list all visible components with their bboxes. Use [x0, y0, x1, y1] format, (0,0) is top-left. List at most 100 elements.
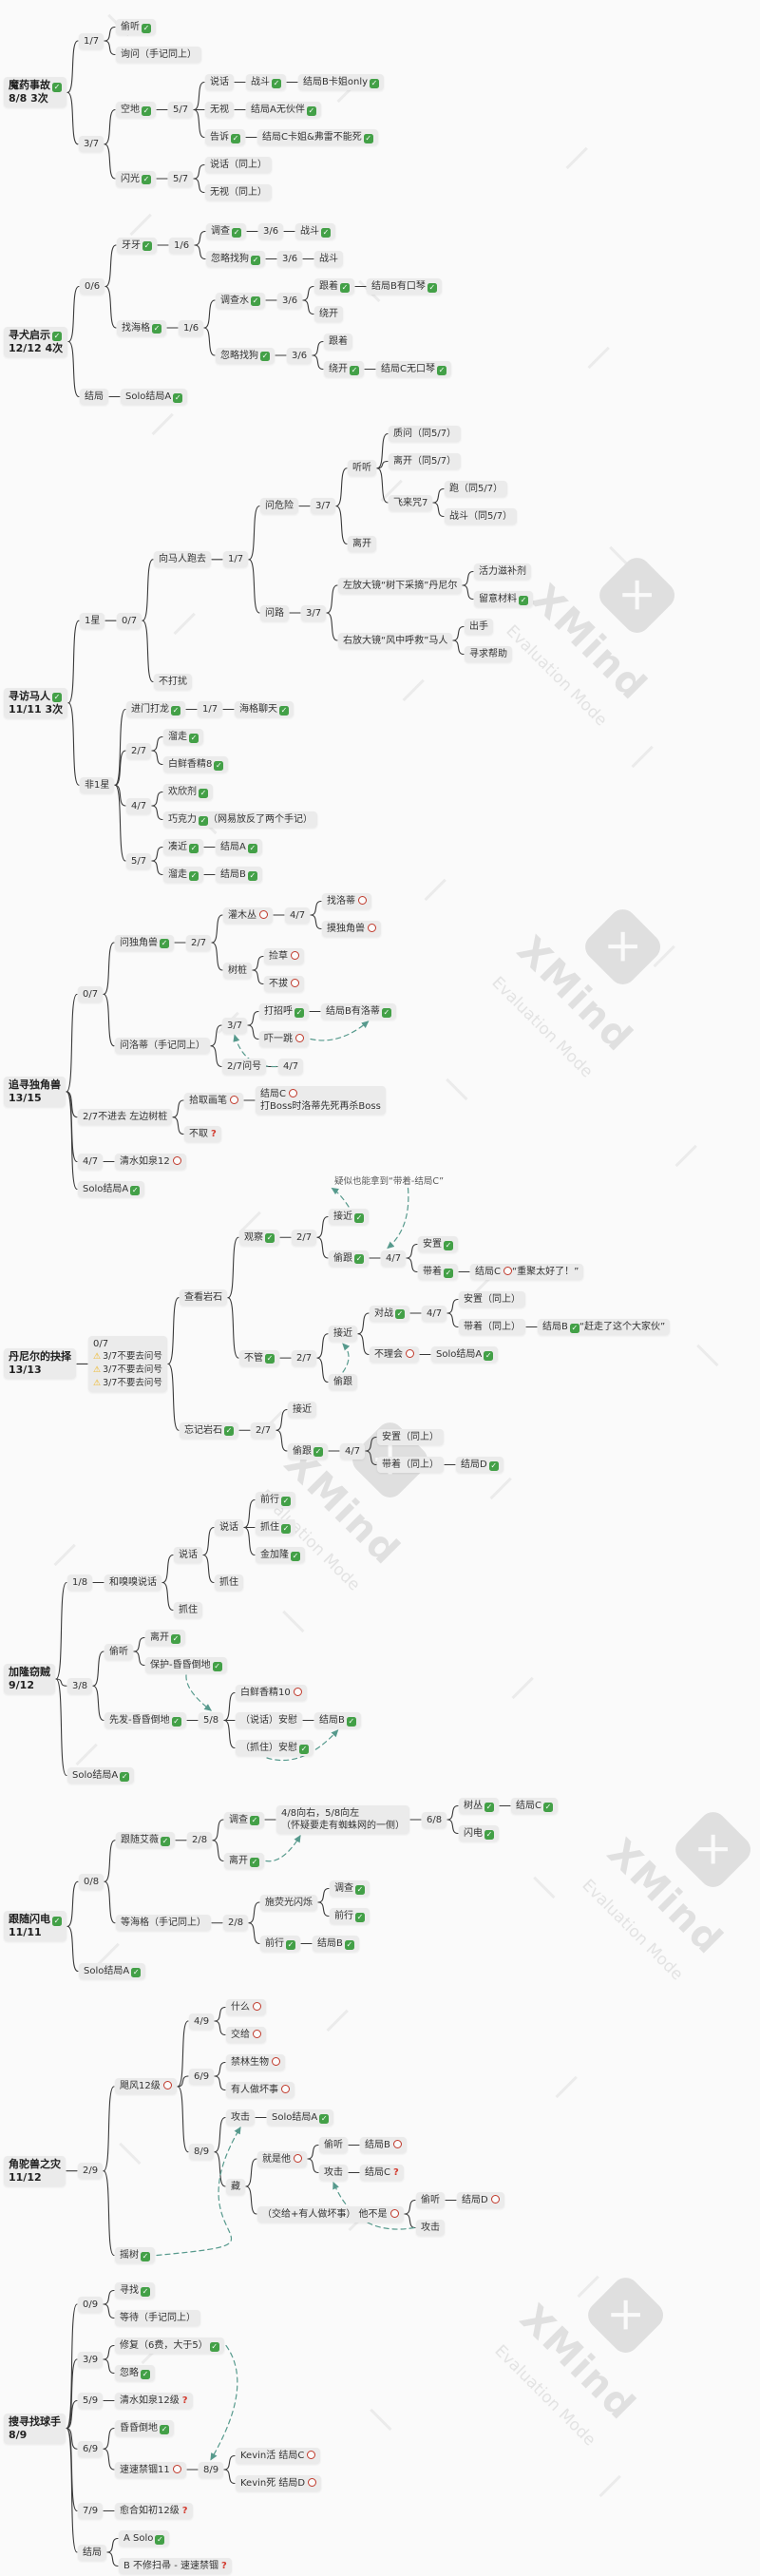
topic-node[interactable]: 7/9	[78, 2503, 104, 2519]
topic-node[interactable]: 2/7	[186, 934, 212, 951]
topic-node[interactable]: 调查水✓	[216, 292, 265, 309]
topic-node[interactable]: 说话	[174, 1547, 202, 1563]
topic-node[interactable]: 5/7	[168, 102, 194, 118]
topic-node[interactable]: 3/6	[287, 347, 313, 364]
topic-node[interactable]: 2/9	[78, 2163, 104, 2180]
topic-node[interactable]: 偷听	[104, 1643, 133, 1660]
topic-node[interactable]: 偷跟	[329, 1374, 357, 1390]
topic-node[interactable]: 结局B卡姐only✓	[298, 74, 385, 90]
topic-node[interactable]: 问独角兽✓	[115, 934, 174, 951]
topic-node[interactable]: 3/6	[277, 292, 303, 309]
topic-node[interactable]: 1/8	[67, 1574, 93, 1591]
topic-node[interactable]: 2/7	[292, 1229, 317, 1246]
topic-node[interactable]: 不取?	[184, 1126, 221, 1142]
topic-node[interactable]: 安置✓	[418, 1236, 458, 1252]
topic-node[interactable]: 问路	[260, 604, 289, 621]
topic-node[interactable]: 4/7	[422, 1305, 447, 1322]
topic-node[interactable]: 就是他	[257, 2150, 307, 2167]
topic-node[interactable]: 结局C?	[360, 2165, 404, 2181]
topic-node[interactable]: 2/7不进去 左边树桩	[78, 1109, 173, 1126]
topic-node[interactable]: 询问（手记同上）	[116, 47, 201, 63]
topic-node[interactable]: 离开（同5/7）	[389, 453, 462, 469]
topic-node[interactable]: 0/7⚠3/7不要去问号⚠3/7不要去问号⚠3/7不要去问号	[88, 1335, 167, 1392]
topic-node[interactable]: 6/9	[189, 2068, 215, 2085]
root-topic[interactable]: 魔药事故✓8/8 3次	[4, 77, 66, 108]
topic-node[interactable]: 无视	[205, 102, 234, 118]
topic-node[interactable]: 结局B有洛蒂✓	[321, 1003, 396, 1020]
topic-node[interactable]: 带着✓	[418, 1264, 458, 1280]
topic-node[interactable]: 结局C✓	[511, 1798, 558, 1814]
topic-node[interactable]: 查看岩石	[180, 1289, 227, 1307]
topic-node[interactable]: 清水如泉12级?	[115, 2393, 193, 2409]
topic-node[interactable]: 5/9	[78, 2393, 104, 2409]
topic-node[interactable]: 拾取画笔	[184, 1092, 243, 1109]
topic-node[interactable]: 4/7	[126, 797, 152, 814]
topic-node[interactable]: 打招呼✓	[259, 1003, 309, 1020]
topic-node[interactable]: Kevin死 结局D	[236, 2475, 322, 2491]
topic-node[interactable]: （说话）安慰	[236, 1712, 302, 1728]
topic-node[interactable]: 3/7	[79, 136, 104, 153]
topic-node[interactable]: 修复（6费，大于5）✓	[115, 2337, 224, 2354]
topic-node[interactable]: Solo结局A✓	[431, 1346, 499, 1363]
topic-node[interactable]: 观察✓	[239, 1229, 279, 1246]
topic-node[interactable]: 离开	[348, 536, 376, 552]
topic-node[interactable]: 结局B✓“赶走了这个大家伙”	[538, 1319, 671, 1335]
topic-node[interactable]: 跟着✓	[314, 278, 354, 295]
topic-node[interactable]: 树丛✓	[459, 1798, 499, 1814]
topic-node[interactable]: 结局C无口琴✓	[376, 361, 451, 377]
root-topic[interactable]: 寻犬启示✓12/12 4次	[4, 326, 68, 357]
topic-node[interactable]: 结局	[80, 389, 108, 405]
topic-node[interactable]: 调查✓	[206, 223, 246, 239]
topic-node[interactable]: 吓一跳	[259, 1031, 309, 1047]
topic-node[interactable]: 3/9	[78, 2351, 104, 2368]
topic-node[interactable]: 进门打龙✓	[126, 701, 185, 717]
topic-node[interactable]: 偷跟✓	[329, 1250, 369, 1267]
topic-node[interactable]: 4/7	[278, 1059, 304, 1075]
topic-node[interactable]: 接近✓	[329, 1209, 369, 1225]
topic-node[interactable]: 安置（同上）	[459, 1291, 525, 1307]
topic-node[interactable]: 结局A✓	[216, 839, 262, 855]
topic-node[interactable]: 溜走✓	[163, 729, 203, 745]
topic-node[interactable]: 结局C卡姐&弗雷不能死✓	[257, 129, 378, 145]
root-topic[interactable]: 寻访马人✓11/11 3次	[4, 687, 68, 718]
topic-node[interactable]: 0/6	[80, 278, 105, 295]
topic-node[interactable]: 调查✓	[224, 1811, 264, 1828]
topic-node[interactable]: 白鲜香精8✓	[163, 756, 229, 773]
topic-node[interactable]: 海格聊天✓	[235, 701, 294, 717]
topic-node[interactable]: 0/7	[78, 985, 104, 1002]
topic-node[interactable]: （抓住）安慰✓	[236, 1740, 314, 1756]
topic-node[interactable]: 巧克力✓（网易放反了两个手记）	[163, 811, 317, 828]
topic-node[interactable]: 结局B✓	[314, 1712, 361, 1728]
topic-node[interactable]: 飓风12级	[115, 2078, 177, 2095]
topic-node[interactable]: 跟随艾薇✓	[116, 1832, 175, 1849]
topic-node[interactable]: 找洛蒂	[322, 893, 371, 909]
topic-node[interactable]: 前行✓	[256, 1492, 295, 1508]
topic-node[interactable]: 摸独角兽	[322, 921, 381, 937]
topic-node[interactable]: 接近	[288, 1402, 316, 1418]
topic-node[interactable]: Kevin活 结局C	[236, 2448, 321, 2464]
topic-node[interactable]: 1/6	[179, 319, 204, 336]
topic-node[interactable]: 6/8	[422, 1811, 447, 1828]
topic-node[interactable]: 什么	[226, 1999, 266, 2015]
topic-node[interactable]: （交给+有人做坏事） 他不是	[257, 2205, 404, 2223]
topic-node[interactable]: 清水如泉12	[115, 1154, 186, 1170]
topic-node[interactable]: 听听	[348, 460, 376, 477]
topic-node[interactable]: 交给	[226, 2027, 266, 2043]
root-topic[interactable]: 跟随闪电✓11/11	[4, 1911, 66, 1942]
topic-node[interactable]: 寻求帮助	[465, 646, 512, 662]
topic-node[interactable]: 对战✓	[370, 1305, 409, 1322]
topic-node[interactable]: 1/7	[79, 32, 104, 49]
topic-node[interactable]: 3/7	[311, 498, 336, 515]
topic-node[interactable]: 4/7	[285, 906, 311, 924]
topic-node[interactable]: 带着（同上）	[459, 1319, 525, 1335]
topic-node[interactable]: 结局C“重聚太好了！”	[470, 1264, 584, 1280]
topic-node[interactable]: 战斗✓	[246, 74, 286, 90]
topic-node[interactable]: 接近	[329, 1326, 357, 1343]
topic-node[interactable]: 离开✓	[224, 1853, 264, 1869]
topic-node[interactable]: 右放大镜“风中呼救”马人	[338, 632, 453, 649]
topic-node[interactable]: 捡草	[264, 948, 304, 964]
topic-node[interactable]: 向马人跑去	[154, 551, 211, 568]
